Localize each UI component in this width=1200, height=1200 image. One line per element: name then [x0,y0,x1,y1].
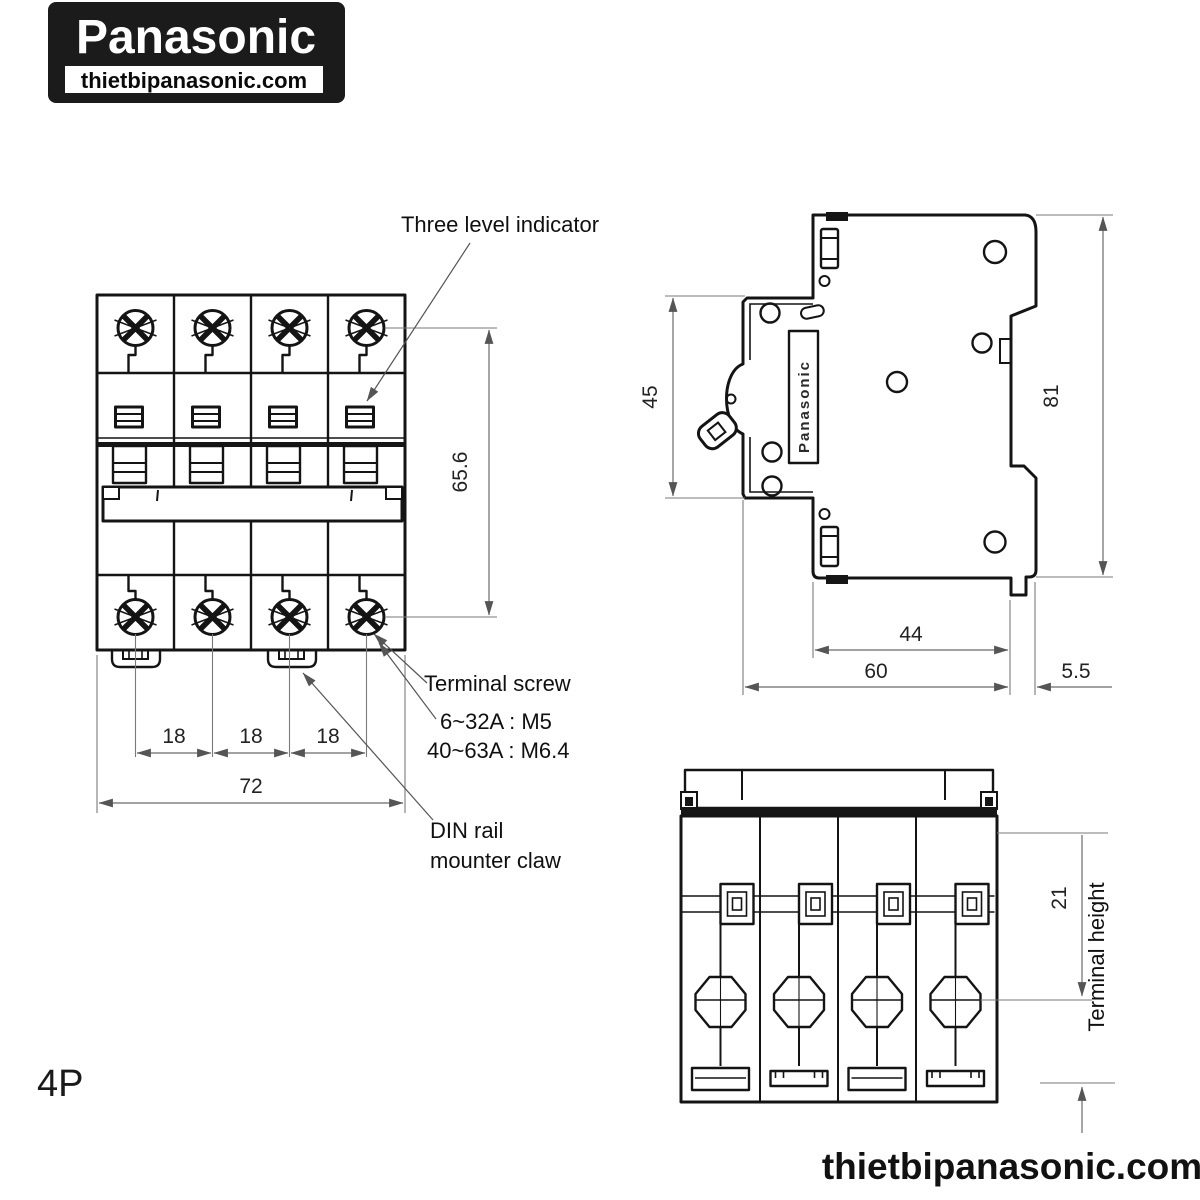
dim-text-45: 45 [639,385,662,408]
watermark-text: thietbipanasonic.com [822,1146,1200,1187]
logo-site-text: thietbipanasonic.com [81,68,307,93]
front-pole-dividers [172,295,330,650]
front-divider-band [97,442,405,447]
bottom-view: 21 Terminal height [679,768,1115,1133]
terminal-screw-spec-large: 40~63A : M6.4 [427,738,570,763]
terminal-height-label: Terminal height [1084,882,1109,1031]
bottom-dark-band [681,807,997,816]
terminal-screw-label: Terminal screw [424,671,571,696]
rivet [759,302,781,324]
din-rail-label-line2: mounter claw [430,848,561,873]
rivet [761,441,783,463]
side-top-tab [826,212,848,221]
bottom-module-dividers [759,816,917,1102]
toggle-pivot [725,393,737,405]
side-body-outline [725,213,1038,597]
terminal-screw-leader-2 [378,642,437,720]
dim-text-pitch-3: 18 [316,725,339,748]
rivet [971,332,993,354]
dim-text-65-6: 65.6 [449,452,472,493]
side-rail-clip [999,338,1012,364]
logo-site-bar [65,66,323,93]
side-brand-plate [787,329,820,465]
rivet [982,239,1008,265]
toggle-lever [696,411,738,451]
bottom-cap-outline [683,768,995,810]
logo-brand-text: Panasonic [76,11,316,64]
rivet [761,475,783,497]
dim-text-72: 72 [239,775,262,798]
dim-text-81: 81 [1040,384,1063,407]
front-handle-tie-bar [101,485,404,523]
front-annotations: Three level indicator Terminal screw 6~3… [302,212,599,873]
din-rail-leader [302,672,434,821]
bottom-dimensions: 21 Terminal height [980,832,1115,1133]
terminal-screw-spec-small: 6~32A : M5 [440,709,552,734]
side-view: Panasonic 45 81 44 60 [639,212,1113,695]
terminal-screw-leader-1 [373,633,428,684]
dim-text-pitch-1: 18 [162,725,185,748]
side-bottom-tab [826,575,848,584]
handle-tie-bar [101,485,404,523]
side-inner-contour [749,303,813,493]
pole-count-label: 4P [37,1063,83,1105]
logo: Panasonic thietbipanasonic.com [48,2,345,103]
dim-text-5-5: 5.5 [1061,660,1090,683]
three-level-indicator-leader [366,242,471,402]
dim-text-60: 60 [864,660,887,683]
din-rail-claw [266,648,318,669]
front-dimensions: 65.6 18 18 18 72 [96,327,497,813]
side-bean-detail [800,304,825,320]
dim-text-21: 21 [1048,886,1071,909]
side-brand-text: Panasonic [796,360,813,453]
din-rail-label-line1: DIN rail [430,818,503,843]
three-level-indicator-label: Three level indicator [401,212,599,237]
rivet [885,370,909,394]
dim-text-44: 44 [899,623,923,646]
front-view: 65.6 18 18 18 72 [95,293,497,813]
side-dimensions: 45 81 44 60 5.5 [639,214,1113,695]
front-din-claws [110,648,318,669]
dim-text-pitch-2: 18 [239,725,262,748]
rivet [983,530,1007,554]
